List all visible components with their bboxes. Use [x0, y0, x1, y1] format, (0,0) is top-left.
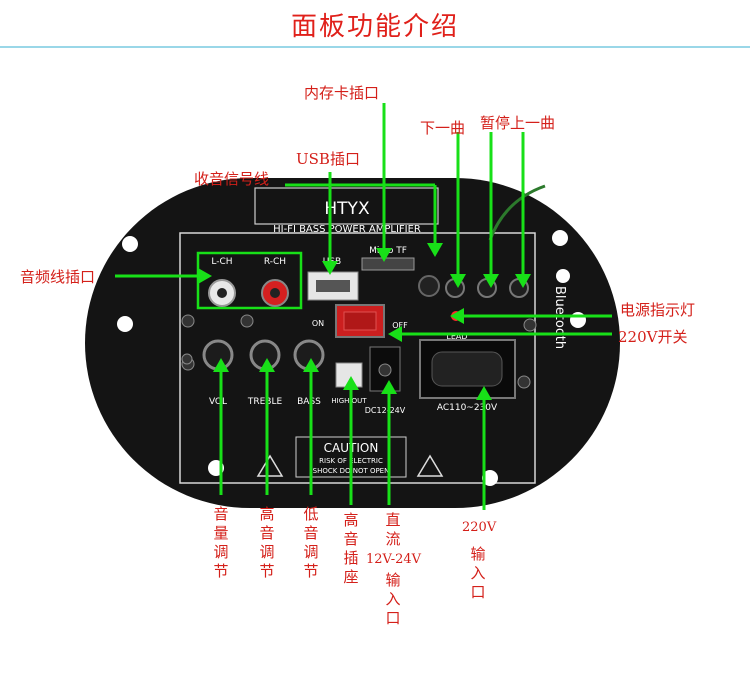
panel-subtitle: HI-FI BASS POWER AMPLIFIER [273, 224, 421, 235]
label-dc-range: 12V-24V [366, 552, 422, 567]
panel-lead: LEAD [446, 332, 467, 341]
header-bar: 面板功能介绍 [0, 0, 750, 58]
panel-treble: TREBLE [247, 397, 283, 407]
panel-rch: R-CH [264, 257, 286, 267]
label-switch-220: 220V开关 [618, 328, 688, 346]
annotation-arrowheads [198, 243, 531, 400]
antenna-wire [488, 184, 546, 241]
panel-inner-frame [179, 232, 536, 484]
panel-bass: BASS [297, 397, 321, 407]
panel-off: OFF [392, 321, 408, 330]
warning-right-icon [416, 454, 444, 477]
brand-box [254, 187, 439, 225]
label-treble: 高音调节 [259, 505, 275, 580]
panel-brand: HTYX [324, 199, 370, 219]
panel-ac: AC110~230V [437, 403, 498, 413]
warning-left-icon [256, 454, 284, 477]
panel-on: ON [312, 319, 324, 328]
label-ac-220: 220V [462, 520, 497, 535]
label-bass: 低音调节 [303, 505, 319, 580]
mount-hole-top-right [552, 230, 568, 246]
panel-dc: DC12-24V [365, 406, 406, 415]
screws [181, 314, 537, 389]
mount-hole-top-left [122, 236, 138, 252]
panel-highout: HIGH OUT [331, 397, 367, 405]
label-volume: 音量调节 [213, 505, 229, 580]
label-power-led: 电源指示灯 [620, 301, 696, 319]
label-radio-wire: 收音信号线 [194, 170, 270, 188]
mount-hole-right [570, 312, 586, 328]
label-ac-input: 输入口 [470, 545, 486, 601]
label-dc-in: 直流 [385, 511, 401, 548]
panel-plate [85, 178, 620, 508]
aux-jack [418, 275, 440, 297]
label-pause-prev: 暂停上一曲 [480, 114, 556, 132]
page-title: 面板功能介绍 [290, 12, 459, 42]
label-prev: 下一曲 [420, 119, 466, 137]
panel-lch: L-CH [211, 257, 232, 267]
label-treble-socket: 高音插座 [343, 511, 359, 586]
micro-tf-slot [361, 257, 415, 271]
annotation-lines [115, 103, 612, 510]
label-dc-input: 输入口 [385, 571, 401, 627]
mount-hole-bottom-right [482, 470, 498, 486]
label-memory-card: 内存卡插口 [304, 84, 380, 102]
label-audio-jack: 音频线插口 [20, 268, 96, 286]
panel-vol: VOL [209, 397, 227, 407]
panel-bluetooth: Bluetooth [552, 286, 567, 349]
label-usb-port: USB插口 [296, 150, 360, 168]
mount-hole-left [117, 316, 133, 332]
bluetooth-icon [556, 269, 570, 283]
